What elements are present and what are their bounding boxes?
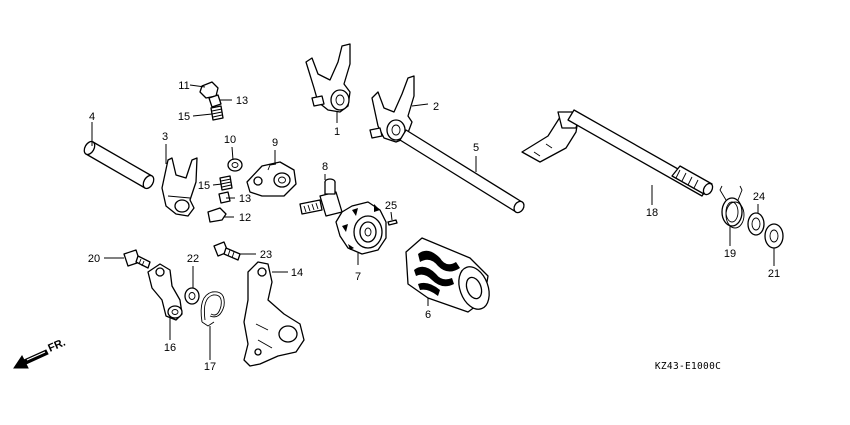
part-1-shift-fork	[305, 43, 351, 113]
part-25-pin	[387, 219, 398, 226]
callout-13-lower: 13	[239, 193, 251, 205]
part-21-washer	[764, 223, 784, 249]
callout-9: 9	[272, 137, 278, 149]
part-3-shift-fork	[161, 157, 198, 217]
part-14-guide-plate	[243, 261, 305, 367]
part-2-shift-fork	[369, 75, 415, 143]
part-15-spring-lower	[219, 175, 233, 191]
callout-16: 16	[164, 342, 176, 354]
part-23-bolt	[213, 241, 241, 261]
callout-20: 20	[88, 253, 100, 265]
part-17-spring	[200, 291, 225, 327]
callout-15-upper: 15	[178, 111, 190, 123]
callout-21: 21	[768, 268, 780, 280]
callout-14: 14	[291, 267, 303, 279]
callout-11: 11	[178, 80, 189, 92]
callout-2: 2	[433, 101, 439, 113]
callout-1: 1	[334, 126, 340, 138]
callout-12: 12	[239, 212, 251, 224]
leader-lines	[91, 84, 775, 360]
callout-18: 18	[646, 207, 658, 219]
part-7-shift-drum-center	[335, 201, 387, 255]
part-22-collar	[184, 287, 200, 305]
part-6-shift-drum	[405, 237, 490, 313]
part-13-spring-lower	[218, 191, 231, 204]
front-direction-arrow: FR.	[13, 337, 67, 369]
diagram-code: KZ43-E1000C	[655, 361, 721, 372]
callout-labels: 1 2 3 4 5 6 7 8 9 10 11 12 13 13 14 15 1…	[88, 80, 780, 373]
part-12-roller	[207, 207, 227, 223]
callout-25: 25	[385, 200, 397, 212]
part-18-gearshift-spindle	[521, 109, 714, 197]
part-16-stopper-arm	[147, 263, 183, 321]
callout-6: 6	[425, 309, 431, 321]
part-8-bolt	[299, 178, 343, 217]
part-15-washer-upper	[210, 105, 224, 121]
part-5-fork-shaft	[399, 129, 525, 214]
callout-22: 22	[187, 253, 199, 265]
callout-3: 3	[162, 131, 168, 143]
callout-15-lower: 15	[198, 180, 210, 192]
part-19-return-spring	[719, 185, 745, 229]
part-24-washer	[747, 212, 765, 236]
part-4-pin	[83, 140, 155, 190]
part-9-stopper-plate	[246, 161, 297, 197]
part-10-collar	[227, 158, 243, 172]
callout-24: 24	[753, 191, 765, 203]
callout-13-upper: 13	[236, 95, 248, 107]
callout-17: 17	[204, 361, 216, 373]
part-20-bolt	[123, 249, 151, 269]
callout-4: 4	[89, 111, 95, 123]
callout-7: 7	[355, 271, 361, 283]
callout-10: 10	[224, 134, 236, 146]
callout-23: 23	[260, 249, 272, 261]
front-direction-label: FR.	[46, 337, 67, 355]
callout-19: 19	[724, 248, 736, 260]
callout-5: 5	[473, 142, 479, 154]
part-13-spring-upper	[208, 94, 222, 108]
callout-8: 8	[322, 161, 328, 173]
